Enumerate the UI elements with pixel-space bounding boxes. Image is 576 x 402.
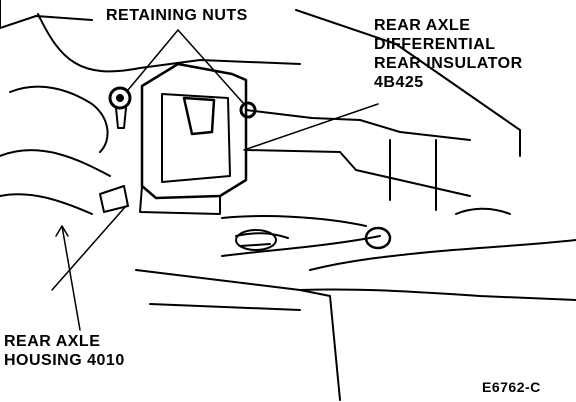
axle-detail-2 xyxy=(239,243,271,247)
retaining-nut-left xyxy=(108,86,132,110)
axle-end-cap xyxy=(364,226,392,250)
upper-body-edge xyxy=(37,13,301,73)
retaining-nut-left-hole xyxy=(116,94,124,102)
axle-shaft-upper xyxy=(221,215,367,227)
retaining-nut-right xyxy=(239,101,257,119)
right-body-curve xyxy=(309,239,576,271)
housing-outline xyxy=(9,85,109,153)
differential-housing-top xyxy=(245,109,471,141)
mount-bracket xyxy=(99,185,129,213)
leader-housing-2 xyxy=(61,225,81,331)
leader-nuts-left xyxy=(127,29,179,91)
upper-body-contour xyxy=(0,0,93,29)
insulator-base xyxy=(139,185,221,215)
housing-curve xyxy=(0,149,111,177)
insulator-front-face xyxy=(161,93,231,183)
rear-insulator-label-line: REAR AXLE xyxy=(374,17,471,34)
axle-detail-1 xyxy=(235,232,289,239)
mount-stud-left xyxy=(115,107,127,129)
insulator-window xyxy=(182,96,216,136)
leader-housing-arrow xyxy=(55,225,69,237)
leader-housing-1 xyxy=(51,205,127,291)
axle-boss xyxy=(235,229,277,251)
top-panel-line xyxy=(295,9,521,157)
housing-lower-edge xyxy=(0,193,93,215)
insulator-block xyxy=(140,62,248,200)
leader-nuts-right xyxy=(177,29,245,105)
right-flange xyxy=(455,207,511,215)
rear-insulator-label-line: 4B425 xyxy=(374,74,424,91)
figure-id: E6762-C xyxy=(482,379,541,395)
axle-housing-label-line: HOUSING 4010 xyxy=(4,352,125,369)
axle-housing-label: REAR AXLE HOUSING 4010 xyxy=(2,332,127,370)
axle-housing-label-line: REAR AXLE xyxy=(4,333,101,350)
axle-shaft-lower xyxy=(221,235,381,257)
leader-insulator xyxy=(243,103,379,151)
right-body-curve-2 xyxy=(299,288,576,301)
rear-insulator-label-line: REAR INSULATOR xyxy=(374,55,523,72)
rear-insulator-label-line: DIFFERENTIAL xyxy=(374,36,496,53)
lower-housing xyxy=(135,269,341,401)
differential-housing-mid xyxy=(245,149,471,197)
rear-insulator-label: REAR AXLE DIFFERENTIAL REAR INSULATOR 4B… xyxy=(372,16,525,92)
retaining-nuts-label: RETAINING NUTS xyxy=(104,6,250,25)
lower-housing-edge xyxy=(149,303,301,311)
